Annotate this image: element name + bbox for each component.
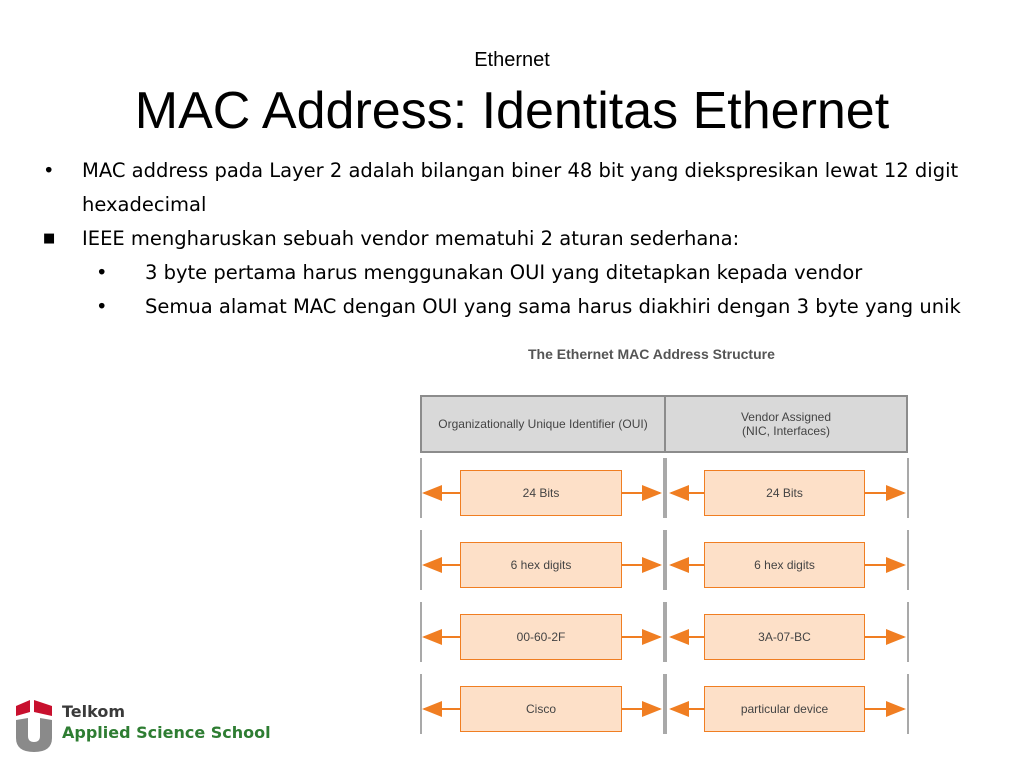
logo-line1: Telkom: [62, 702, 125, 721]
bullet-dot-icon: •: [43, 159, 55, 182]
bullet-text: IEEE mengharuskan sebuah vendor mematuhi…: [82, 227, 740, 250]
bullet-item: • 3 byte pertama harus menggunakan OUI y…: [0, 256, 1000, 290]
oui-cell: Cisco: [460, 686, 622, 732]
vendor-cell: particular device: [704, 686, 865, 732]
oui-header-label: Organizationally Unique Identifier (OUI): [438, 417, 648, 431]
slide-subtitle: Ethernet: [474, 49, 550, 71]
bullet-square-icon: ■: [43, 231, 56, 246]
bullet-dot-icon: •: [96, 295, 108, 318]
vendor-cell: 3A-07-BC: [704, 614, 865, 660]
bullet-item: • MAC address pada Layer 2 adalah bilang…: [0, 154, 1000, 222]
vendor-cell: 6 hex digits: [704, 542, 865, 588]
bullet-text: Semua alamat MAC dengan OUI yang sama ha…: [145, 295, 961, 318]
diagram-title: The Ethernet MAC Address Structure: [528, 346, 775, 362]
slide-title: MAC Address: Identitas Ethernet: [134, 82, 890, 140]
vendor-assigned-label: Vendor Assigned (NIC, Interfaces): [740, 410, 832, 438]
oui-cell: 24 Bits: [460, 470, 622, 516]
bullet-text: 3 byte pertama harus menggunakan OUI yan…: [145, 261, 863, 284]
telkom-logo: Telkom Applied Science School: [14, 698, 284, 754]
bullet-item: • Semua alamat MAC dengan OUI yang sama …: [0, 290, 1000, 324]
bullet-item: ■ IEEE mengharuskan sebuah vendor mematu…: [0, 222, 1000, 256]
oui-cell: 00-60-2F: [460, 614, 622, 660]
vendor-assigned-header: Vendor Assigned (NIC, Interfaces): [664, 395, 908, 453]
oui-cell: 6 hex digits: [460, 542, 622, 588]
row-arrows: [420, 458, 909, 734]
vendor-cell: 24 Bits: [704, 470, 865, 516]
mac-structure-diagram: The Ethernet MAC Address Structure Organ…: [418, 340, 910, 768]
bullet-list: • MAC address pada Layer 2 adalah bilang…: [0, 154, 1000, 324]
logo-line2: Applied Science School: [62, 723, 271, 742]
telkom-u-logo-icon: [16, 700, 52, 752]
bullet-text: MAC address pada Layer 2 adalah bilangan…: [82, 159, 959, 216]
bullet-dot-icon: •: [96, 261, 108, 284]
